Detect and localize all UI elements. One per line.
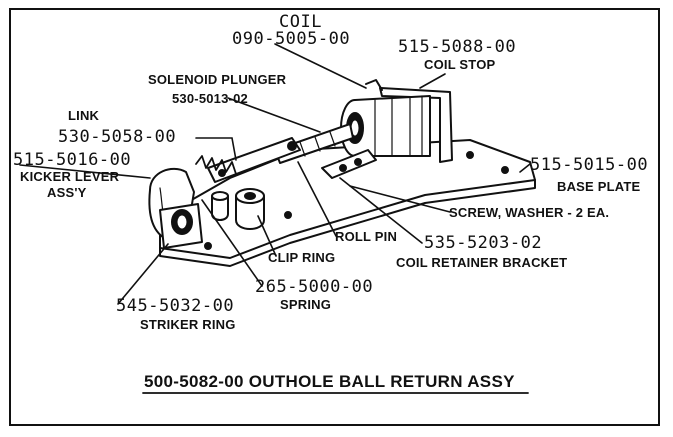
pivot-post-shape [235,195,265,230]
spring-part-number: 265-5000-00 [255,277,374,297]
roll-pin-leader [297,161,337,237]
kicker-leader [19,164,151,179]
link-leader [195,137,237,161]
base-plate-label: BASE PLATE [557,179,641,194]
link-label: LINK [68,108,100,123]
coil-part-number: 090-5005-00 [232,29,351,49]
striker-part-number: 545-5032-00 [116,296,235,316]
assembly-title: 500-5082-00 OUTHOLE BALL RETURN ASSY [144,372,515,391]
kicker-part-number: 515-5016-00 [13,150,132,170]
plunger-part-number: 530-5013-02 [172,91,248,106]
coil-stop-leader [419,73,446,89]
coil-label: COIL [279,12,322,32]
coil-retainer-bracket-shape [321,149,377,179]
link-shape [207,137,301,183]
kicker-label-line2: ASS'Y [47,185,87,200]
plunger-leader [227,97,321,133]
link-part-number: 530-5058-00 [58,127,177,147]
spring-leader [201,199,263,287]
coil-leader [274,43,367,89]
bracket-part-number: 535-5203-02 [424,233,543,253]
roll-pin-label: ROLL PIN [335,229,398,244]
kicker-label-line1: KICKER LEVER [20,169,120,184]
screw-label: SCREW, WASHER - 2 EA. [449,205,610,220]
spring-shape [195,155,237,175]
clip-ring-label: CLIP RING [268,250,336,265]
plunger-label: SOLENOID PLUNGER [148,72,287,87]
bracket-leader [339,177,423,244]
coil-stop-label: COIL STOP [424,57,496,72]
clip-ring-leader [257,215,277,257]
striker-leader [117,243,169,305]
bracket-label: COIL RETAINER BRACKET [396,255,568,270]
spring-label: SPRING [280,297,332,312]
striker-label: STRIKER RING [140,317,236,332]
diagram-frame [9,8,660,426]
screw-leader [349,185,451,213]
coil-stop-shape [379,87,453,163]
base-plate-part-number: 515-5015-00 [530,155,649,175]
base-plate-leader [519,163,531,173]
coil-stop-part-number: 515-5088-00 [398,37,517,57]
